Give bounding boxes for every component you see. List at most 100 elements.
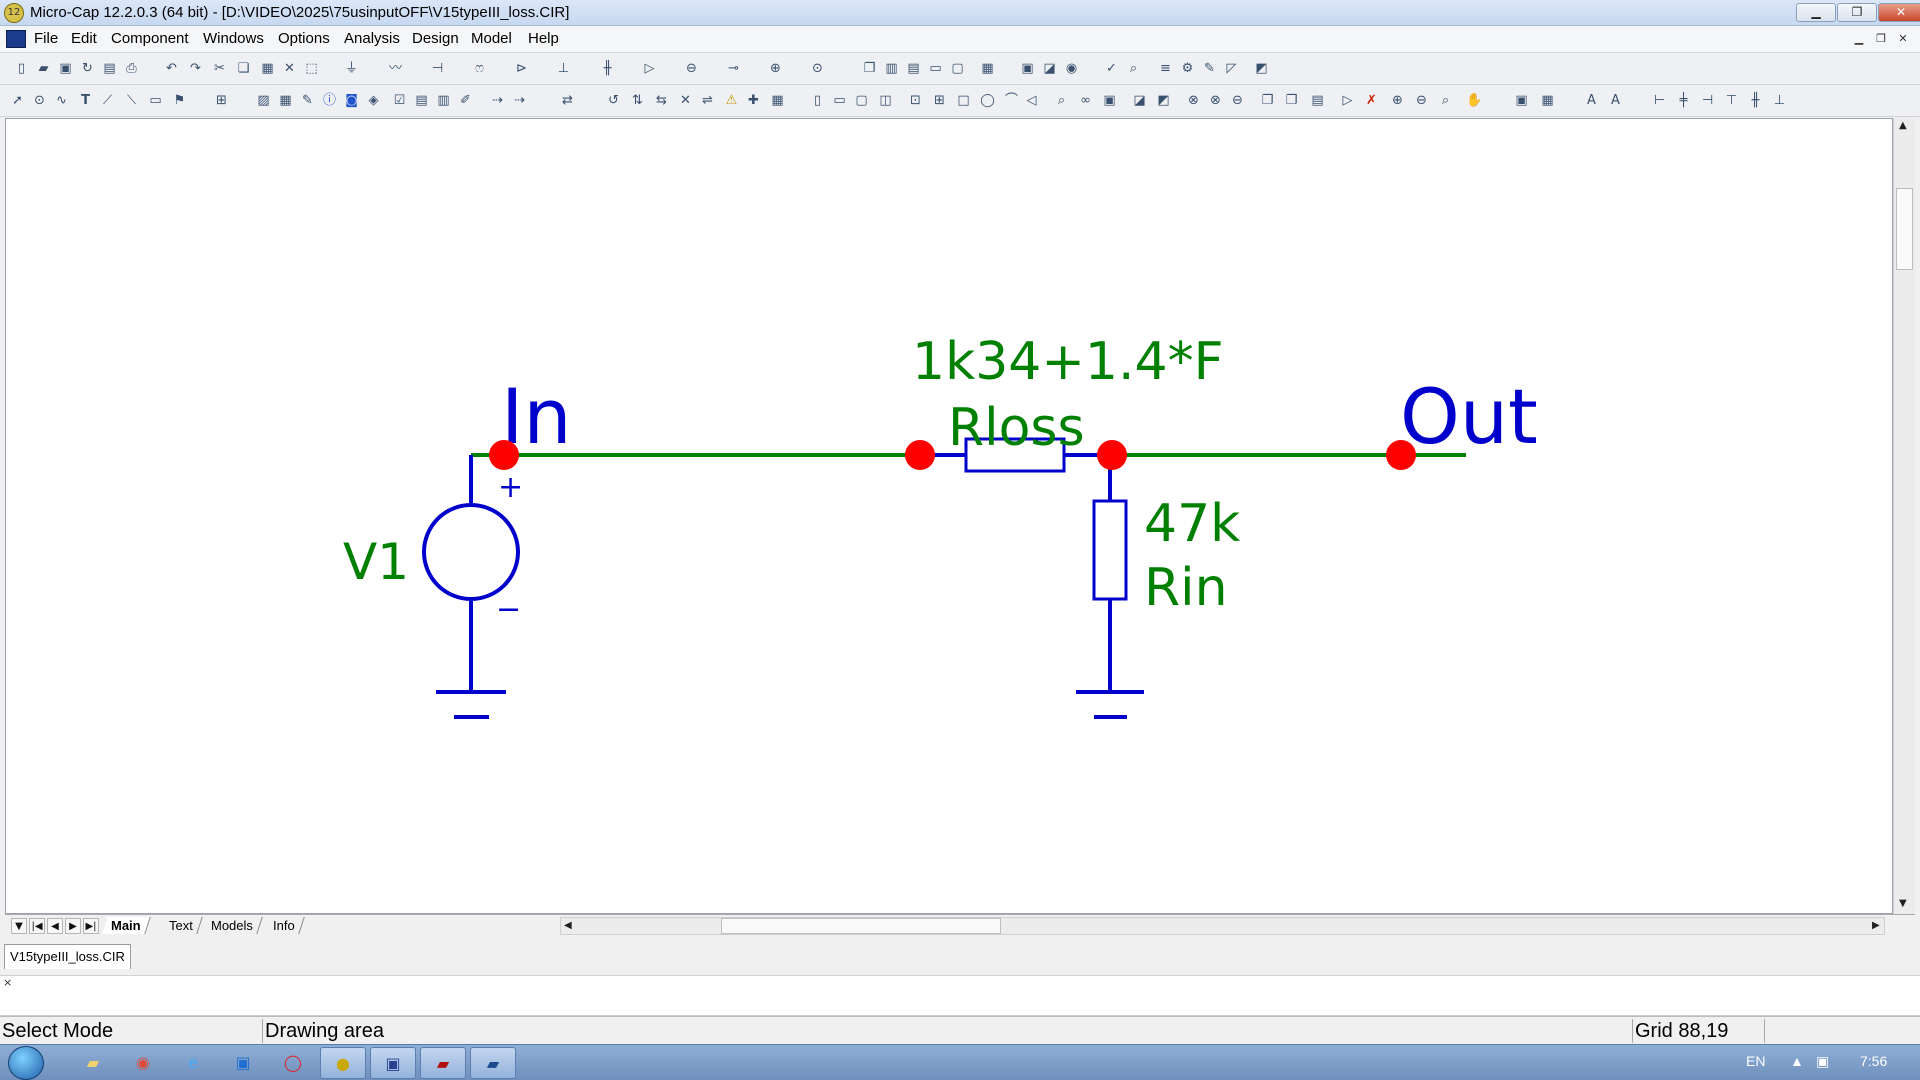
probe-icon[interactable]: ◪ bbox=[1133, 93, 1146, 108]
window-icon[interactable]: ◫ bbox=[879, 93, 892, 108]
warning-icon[interactable]: ⚠ bbox=[725, 93, 738, 108]
microcap-icon[interactable]: ● bbox=[320, 1047, 366, 1079]
grid-icon[interactable]: ▦ bbox=[771, 93, 784, 108]
store-icon[interactable]: ▣ bbox=[235, 1053, 251, 1072]
schematic-canvas[interactable]: + − V1 1k34+1.4*F Rloss 47k Rin In Out bbox=[5, 118, 1893, 914]
battery-component-icon[interactable]: ╫ bbox=[603, 61, 612, 76]
show-pins-icon[interactable]: ⇢ bbox=[492, 93, 503, 108]
box-icon[interactable]: □ bbox=[957, 93, 970, 108]
title-block-icon[interactable]: ▭ bbox=[833, 93, 846, 108]
menu-analysis[interactable]: Analysis bbox=[344, 30, 400, 47]
microcap-app-icon[interactable]: 12 bbox=[4, 3, 24, 23]
scroll-right-icon[interactable]: ▶ bbox=[1872, 920, 1880, 931]
edit-attr-icon[interactable]: ✐ bbox=[460, 93, 471, 108]
align-top-icon[interactable]: ⊤ bbox=[1725, 93, 1738, 108]
align-left-icon[interactable]: ⊢ bbox=[1653, 93, 1666, 108]
align-center-icon[interactable]: ╪ bbox=[1679, 93, 1688, 108]
calculator-icon[interactable]: ▦ bbox=[981, 61, 994, 76]
pause-icon[interactable]: ⊖ bbox=[1232, 93, 1243, 108]
output-close-icon[interactable]: × bbox=[3, 976, 13, 989]
vertical-scroll-thumb[interactable] bbox=[1896, 188, 1913, 270]
edit-icon[interactable]: ✎ bbox=[1204, 61, 1215, 76]
tile-horizontal-icon[interactable]: ▤ bbox=[907, 61, 920, 76]
snapshot-icon[interactable]: ▣ bbox=[1515, 93, 1528, 108]
polygon-icon[interactable]: ◁ bbox=[1026, 93, 1037, 108]
settings-icon[interactable]: ⚙ bbox=[1181, 61, 1194, 76]
component-editor-icon[interactable]: ▣ bbox=[1021, 61, 1034, 76]
node-dot-out[interactable] bbox=[1386, 440, 1416, 470]
node-icon[interactable]: ⇌ bbox=[702, 93, 713, 108]
model-library-icon[interactable]: ◉ bbox=[1065, 61, 1078, 76]
align-bottom-icon[interactable]: ⊥ bbox=[1773, 93, 1786, 108]
zoom-fit-icon[interactable]: ⊡ bbox=[910, 93, 921, 108]
tab-menu-icon[interactable]: ▼ bbox=[11, 918, 27, 934]
language-indicator[interactable]: EN bbox=[1746, 1053, 1766, 1069]
show-values-icon[interactable]: ⇢ bbox=[514, 93, 525, 108]
menu-windows[interactable]: Windows bbox=[203, 30, 264, 47]
shape-editor-icon[interactable]: ◪ bbox=[1043, 61, 1056, 76]
file-tab[interactable]: V15typeIII_loss.CIR bbox=[4, 944, 131, 969]
copy-shape-icon[interactable]: ❐ bbox=[1261, 93, 1274, 108]
restore-button[interactable]: ❐ bbox=[1837, 3, 1877, 22]
table-icon[interactable]: ▦ bbox=[279, 93, 292, 108]
print-preview-icon[interactable]: ▤ bbox=[103, 61, 116, 76]
select-mode-icon[interactable]: ➚ bbox=[12, 93, 23, 108]
menu-help[interactable]: Help bbox=[528, 30, 559, 47]
open-file-icon[interactable]: ▰ bbox=[38, 61, 49, 76]
scroll-down-icon[interactable]: ▼ bbox=[1899, 898, 1907, 909]
menu-design[interactable]: Design bbox=[412, 30, 459, 47]
mdi-restore-icon[interactable]: ❐ bbox=[1876, 32, 1886, 45]
arc-icon[interactable]: ⌒ bbox=[1004, 93, 1018, 108]
vertical-scrollbar[interactable]: ▲ ▼ bbox=[1893, 118, 1915, 914]
menu-file[interactable]: File bbox=[34, 30, 59, 47]
redo-icon[interactable]: ↷ bbox=[190, 61, 201, 76]
ground-component-icon[interactable]: ⏚ bbox=[344, 61, 358, 76]
tab-info[interactable]: Info bbox=[264, 917, 305, 934]
document-menu-icon[interactable] bbox=[6, 30, 26, 48]
next-tab-icon[interactable]: ▶ bbox=[65, 918, 81, 934]
rotate-icon[interactable]: ↺ bbox=[608, 93, 619, 108]
revert-icon[interactable]: ↻ bbox=[82, 61, 93, 76]
explorer-icon[interactable]: ▰ bbox=[86, 1053, 100, 1072]
tab-text[interactable]: Text bbox=[160, 917, 203, 934]
tile-vertical-icon[interactable]: ▥ bbox=[885, 61, 898, 76]
network-icon[interactable]: ▣ bbox=[1816, 1053, 1830, 1069]
new-file-icon[interactable]: ▯ bbox=[17, 61, 26, 76]
schematic-drawing[interactable]: + − V1 1k34+1.4*F Rloss 47k Rin In Out bbox=[6, 119, 1892, 913]
delete-red-icon[interactable]: ✗ bbox=[1366, 93, 1377, 108]
print-icon[interactable]: ⎙ bbox=[126, 61, 137, 76]
page-icon[interactable]: ▯ bbox=[813, 93, 822, 108]
floppy-icon[interactable]: ▣ bbox=[370, 1047, 416, 1079]
menu-edit[interactable]: Edit bbox=[71, 30, 97, 47]
point-to-end-icon[interactable]: ◈ bbox=[368, 93, 379, 108]
find-icon[interactable]: ⌕ bbox=[1129, 61, 1138, 76]
node-dot-in[interactable] bbox=[489, 440, 519, 470]
stop-icon[interactable]: ⊗ bbox=[1188, 93, 1199, 108]
ie-icon[interactable]: e bbox=[188, 1053, 198, 1072]
delete-icon[interactable]: ✕ bbox=[284, 61, 295, 76]
node-dot-rloss-right[interactable] bbox=[1097, 440, 1127, 470]
chrome-icon[interactable]: ◉ bbox=[136, 1053, 150, 1072]
save-icon[interactable]: ▣ bbox=[59, 61, 72, 76]
capacitor-component-icon[interactable]: ⊣ bbox=[431, 61, 444, 76]
cross-icon[interactable]: ✕ bbox=[680, 93, 691, 108]
node-dot-rloss-left[interactable] bbox=[905, 440, 935, 470]
picture-icon[interactable]: ▨ bbox=[257, 93, 270, 108]
bus-mode-icon[interactable]: ⟍ bbox=[126, 93, 137, 108]
horizontal-scrollbar[interactable]: ◀ ▶ bbox=[560, 917, 1885, 935]
check-icon[interactable]: ✓ bbox=[1106, 61, 1117, 76]
acrobat-icon[interactable]: ▰ bbox=[420, 1047, 466, 1079]
cut-icon[interactable]: ✂ bbox=[214, 61, 225, 76]
probe-component-icon[interactable]: ⊙ bbox=[812, 61, 823, 76]
help-mode-icon[interactable]: ◙ bbox=[345, 93, 358, 108]
transistor-component-icon[interactable]: ⊥ bbox=[557, 61, 570, 76]
clock[interactable]: 7:56 bbox=[1860, 1053, 1888, 1069]
diode-component-icon[interactable]: ⊳ bbox=[516, 61, 527, 76]
menu-component[interactable]: Component bbox=[111, 30, 189, 47]
tray-expand-icon[interactable]: ▲ bbox=[1790, 1053, 1804, 1069]
grid-size-icon[interactable]: ▦ bbox=[1541, 93, 1554, 108]
paste-icon[interactable]: ▦ bbox=[261, 61, 274, 76]
voltage-source-v1[interactable] bbox=[422, 455, 520, 719]
resistor-rin[interactable] bbox=[1076, 455, 1144, 719]
zoom-region-icon[interactable]: ⌕ bbox=[1441, 93, 1450, 108]
